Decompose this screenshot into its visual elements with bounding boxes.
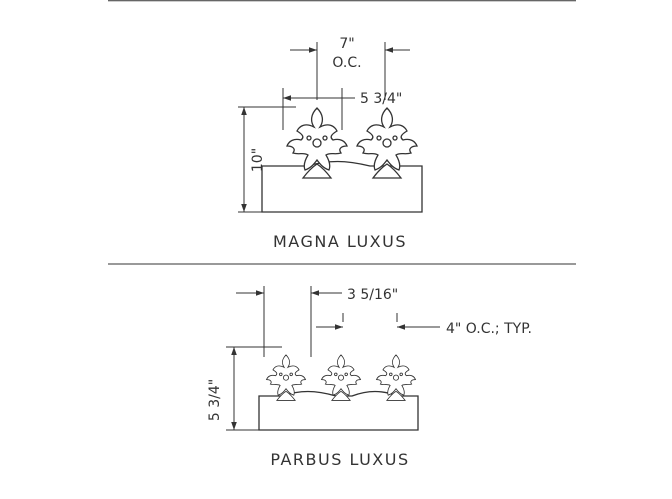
parbus-title: PARBUS LUXUS xyxy=(270,450,409,469)
parbus-width-label: 3 5/16" xyxy=(347,287,398,303)
magna-width-label: 5 3/4" xyxy=(360,91,402,107)
magna-spacing-label: 7" xyxy=(339,36,354,52)
parbus-height-label: 5 3/4" xyxy=(207,379,223,421)
magna-title: MAGNA LUXUS xyxy=(273,232,407,251)
parbus-spacing-label: 4" O.C.; TYP. xyxy=(446,321,532,337)
magna-height-label: 10" xyxy=(250,148,266,172)
magna-luxus-section: 7" O.C. 5 3/4" 10" MAGNA LUXUS xyxy=(238,36,423,251)
parbus-luxus-section: 3 5/16" 4" O.C.; TYP. 5 3/4" PARBUS LUXU… xyxy=(207,286,532,469)
magna-spacing-note: O.C. xyxy=(332,55,361,71)
